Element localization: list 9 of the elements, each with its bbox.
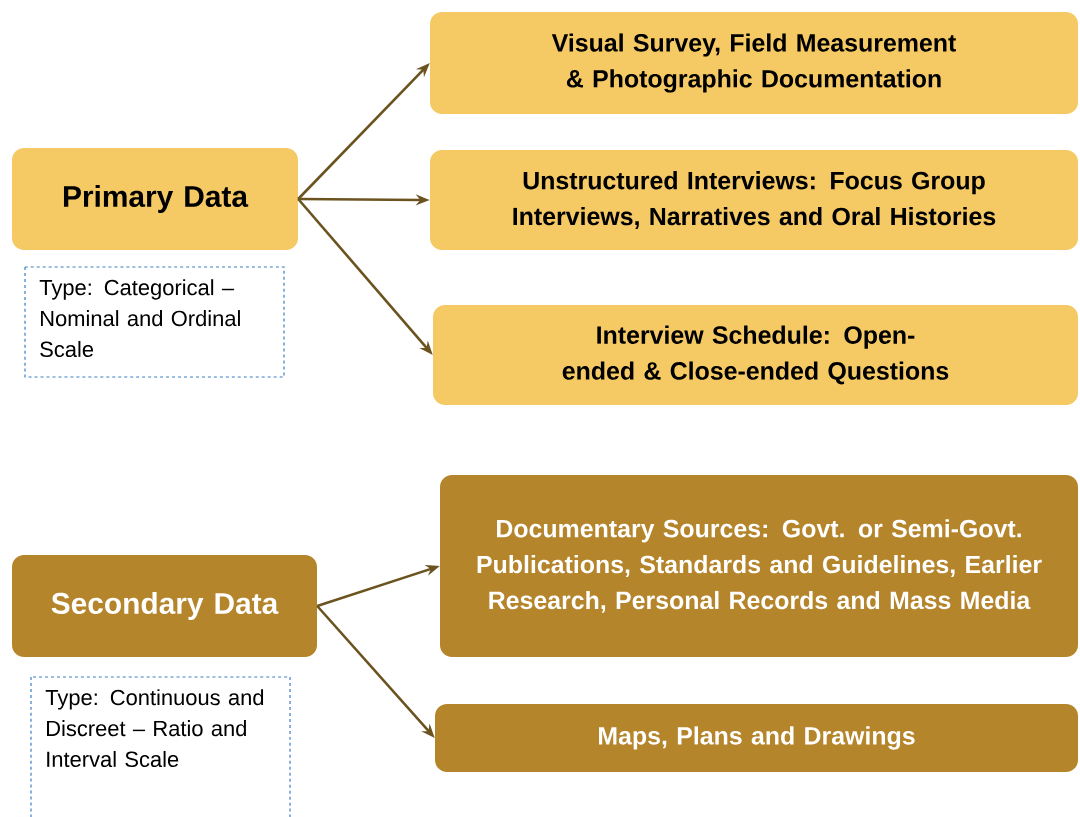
category-box: Secondary Data — [12, 555, 317, 657]
category-box: Primary Data — [12, 148, 298, 250]
note-box: Type: Continuous and Discreet – Ratio and Interval Scale — [30, 676, 291, 817]
source-box: Documentary Sources: Govt. or Semi-Govt. Publications, Standards and Guidelines, Earlier Research, Personal Records and Mass Media — [440, 475, 1078, 657]
source-box: Visual Survey, Field Measurement & Photographic Documentation — [430, 12, 1078, 114]
source-box: Interview Schedule: Open-ended & Close-ended Questions — [433, 305, 1078, 405]
source-box: Unstructured Interviews: Focus Group Interviews, Narratives and Oral Histories — [430, 150, 1078, 250]
source-box: Maps, Plans and Drawings — [435, 704, 1078, 772]
note-box: Type: Categorical – Nominal and Ordinal Scale — [24, 266, 285, 378]
